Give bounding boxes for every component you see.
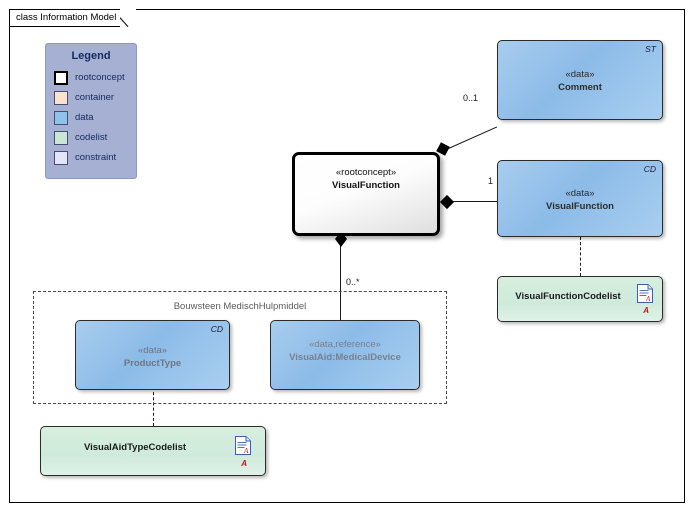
codelist-marker-visualaidtypecodelist: A: [241, 459, 247, 468]
connector-visualfunction-line: [447, 201, 500, 202]
diagram-tab-slant: [120, 9, 137, 27]
legend-swatch-constraint: [54, 151, 68, 165]
codelist-marker-visualfunctioncodelist: A: [643, 306, 649, 315]
class-stereotype-root-visualfunction: «rootconcept»: [335, 167, 397, 178]
connector-medicaldevice-line: [340, 236, 341, 322]
class-stereotype-visualaid-medicaldevice: «data,reference»: [309, 339, 381, 350]
legend-swatch-container: [54, 91, 68, 105]
class-box-root-visualfunction[interactable]: «rootconcept» VisualFunction: [292, 152, 440, 236]
class-name-visualfunction-data: VisualFunction: [546, 201, 614, 212]
class-stereotype-visualfunction-data: «data»: [565, 188, 595, 199]
class-name-producttype: ProductType: [123, 358, 182, 369]
legend-label-rootconcept: rootconcept: [75, 72, 125, 84]
connector-visualfunctioncodelist-dashed: [580, 237, 581, 276]
connector-visualfunction-multiplicity: 1: [488, 176, 494, 186]
class-name-comment: Comment: [558, 82, 602, 93]
diagram-tab[interactable]: class Information Model: [9, 9, 137, 27]
codelist-name-visualaidtypecodelist: VisualAidTypeCodelist: [83, 442, 187, 453]
document-icon: A: [235, 436, 251, 455]
legend-swatch-codelist: [54, 131, 68, 145]
legend-item-rootconcept: rootconcept: [46, 68, 136, 88]
connector-comment-multiplicity: 0..1: [463, 93, 479, 103]
legend-item-codelist: codelist: [46, 128, 136, 148]
document-icon: A: [637, 284, 653, 303]
legend-title: Legend: [71, 50, 111, 62]
class-corner-visualfunction-data: CD: [643, 164, 656, 174]
codelist-name-visualfunctioncodelist: VisualFunctionCodelist: [515, 291, 621, 302]
class-box-visualaid-medicaldevice[interactable]: «data,reference» VisualAid:MedicalDevice: [270, 320, 420, 390]
class-name-visualaid-medicaldevice: VisualAid:MedicalDevice: [289, 352, 401, 363]
class-stereotype-producttype: «data»: [137, 345, 168, 356]
codelist-box-visualaidtypecodelist[interactable]: VisualAidTypeCodelist A A: [40, 426, 266, 476]
connector-visualaidtypecodelist-dashed: [153, 387, 154, 426]
legend-swatch-data: [54, 111, 68, 125]
legend-label-data: data: [75, 112, 94, 124]
legend-label-codelist: codelist: [75, 132, 108, 144]
class-corner-comment: ST: [645, 44, 656, 54]
legend-swatch-rootconcept: [54, 71, 68, 85]
legend-item-data: data: [46, 108, 136, 128]
svg-text:A: A: [243, 447, 249, 455]
diagram-tab-label: class Information Model: [16, 12, 117, 24]
group-label: Bouwsteen MedischHulpmiddel: [173, 301, 307, 312]
legend-item-constraint: constraint: [46, 148, 136, 168]
class-box-visualfunction-data[interactable]: CD «data» VisualFunction: [497, 160, 663, 237]
group-bouwsteen-medischhulpmiddel: Bouwsteen MedischHulpmiddel: [33, 291, 447, 404]
connector-medicaldevice-diamond-bottom: [335, 239, 347, 247]
connector-medicaldevice-multiplicity: 0..*: [346, 277, 360, 287]
legend-panel: Legend rootconcept container data codeli…: [45, 43, 137, 179]
class-corner-producttype: CD: [210, 324, 223, 334]
diagram-tab-body: class Information Model: [9, 9, 121, 27]
svg-text:A: A: [645, 295, 651, 303]
class-box-producttype[interactable]: CD «data» ProductType: [75, 320, 230, 390]
legend-label-container: container: [75, 92, 115, 104]
class-box-comment[interactable]: ST «data» Comment: [497, 40, 663, 120]
legend-item-container: container: [46, 88, 136, 108]
codelist-box-visualfunctioncodelist[interactable]: VisualFunctionCodelist A A: [497, 276, 663, 322]
class-stereotype-comment: «data»: [565, 69, 595, 80]
legend-label-constraint: constraint: [75, 152, 117, 164]
class-name-root-visualfunction: VisualFunction: [332, 180, 400, 191]
